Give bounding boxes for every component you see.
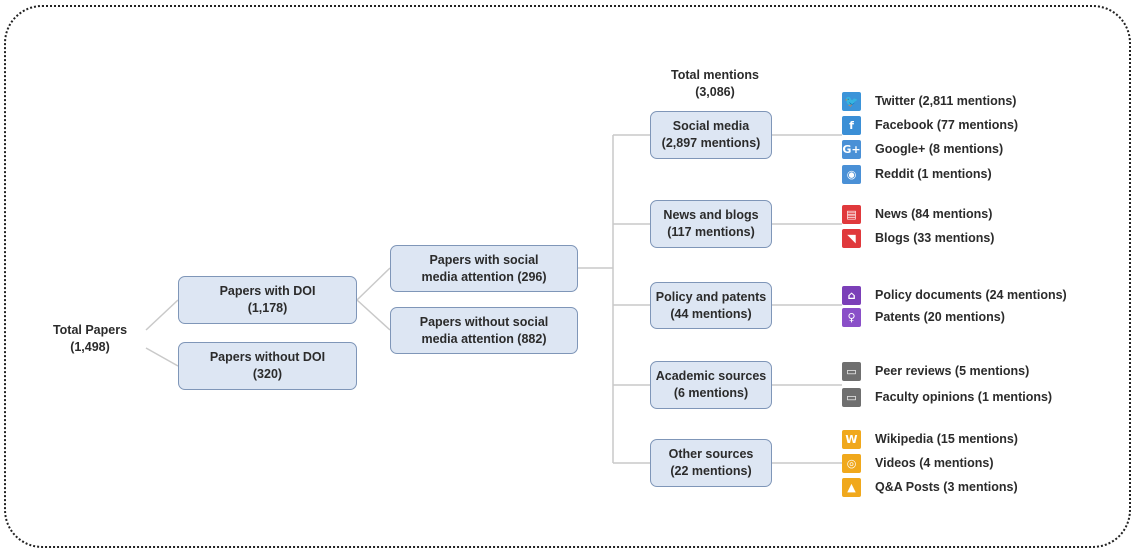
patent-icon: ♀ (842, 307, 861, 327)
papers-with-social-attention-node: Papers with social media attention (296) (390, 245, 578, 292)
source-label: Google+ (8 mentions) (875, 142, 1004, 156)
category-social-media: Social media (2,897 mentions) (650, 111, 772, 159)
google-plus-icon: G+ (842, 139, 861, 159)
blogs-icon: ◥ (842, 228, 861, 248)
source-label: Facebook (77 mentions) (875, 118, 1019, 132)
source-label: Blogs (33 mentions) (875, 231, 995, 245)
source-item: ♀ Patents (20 mentions) (842, 306, 1005, 328)
policy-icon: ⌂ (842, 285, 861, 305)
source-item: ◎ Videos (4 mentions) (842, 452, 994, 474)
source-label: Policy documents (24 mentions) (875, 288, 1067, 302)
source-label: Reddit (1 mentions) (875, 167, 992, 181)
diagram-frame (4, 5, 1131, 548)
papers-without-social-attention-node: Papers without social media attention (8… (390, 307, 578, 354)
facebook-icon: f (842, 115, 861, 135)
total-mentions-label: Total mentions (3,086) (671, 68, 759, 99)
source-label: Patents (20 mentions) (875, 310, 1005, 324)
news-icon: ▤ (842, 204, 861, 224)
source-item: ◉ Reddit (1 mentions) (842, 163, 992, 185)
source-label: Twitter (2,811 mentions) (875, 94, 1017, 108)
source-item: ▤ News (84 mentions) (842, 203, 992, 225)
source-label: Q&A Posts (3 mentions) (875, 480, 1018, 494)
source-item: W Wikipedia (15 mentions) (842, 428, 1018, 450)
source-item: 🐦 Twitter (2,811 mentions) (842, 90, 1016, 112)
source-item: f Facebook (77 mentions) (842, 114, 1018, 136)
papers-with-doi-node: Papers with DOI (1,178) (178, 276, 357, 324)
source-item: G+ Google+ (8 mentions) (842, 138, 1003, 160)
source-item: ▭ Peer reviews (5 mentions) (842, 360, 1029, 382)
wikipedia-icon: W (842, 429, 861, 449)
source-item: ▲ Q&A Posts (3 mentions) (842, 476, 1018, 498)
source-item: ◥ Blogs (33 mentions) (842, 227, 994, 249)
papers-without-doi-node: Papers without DOI (320) (178, 342, 357, 390)
source-label: Videos (4 mentions) (875, 456, 994, 470)
category-academic-sources: Academic sources (6 mentions) (650, 361, 772, 409)
category-other-sources: Other sources (22 mentions) (650, 439, 772, 487)
peer-review-icon: ▭ (842, 361, 861, 381)
twitter-icon: 🐦 (842, 91, 861, 111)
category-news-blogs: News and blogs (117 mentions) (650, 200, 772, 248)
reddit-icon: ◉ (842, 164, 861, 184)
category-policy-patents: Policy and patents (44 mentions) (650, 282, 772, 329)
source-label: Faculty opinions (1 mentions) (875, 390, 1053, 404)
video-icon: ◎ (842, 453, 861, 473)
source-label: Peer reviews (5 mentions) (875, 364, 1030, 378)
source-item: ⌂ Policy documents (24 mentions) (842, 284, 1067, 306)
source-label: News (84 mentions) (875, 207, 993, 221)
total-papers-label: Total Papers (1,498) (52, 323, 128, 354)
source-label: Wikipedia (15 mentions) (875, 432, 1018, 446)
faculty-opinion-icon: ▭ (842, 387, 861, 407)
source-item: ▭ Faculty opinions (1 mentions) (842, 386, 1052, 408)
qa-icon: ▲ (842, 477, 861, 497)
